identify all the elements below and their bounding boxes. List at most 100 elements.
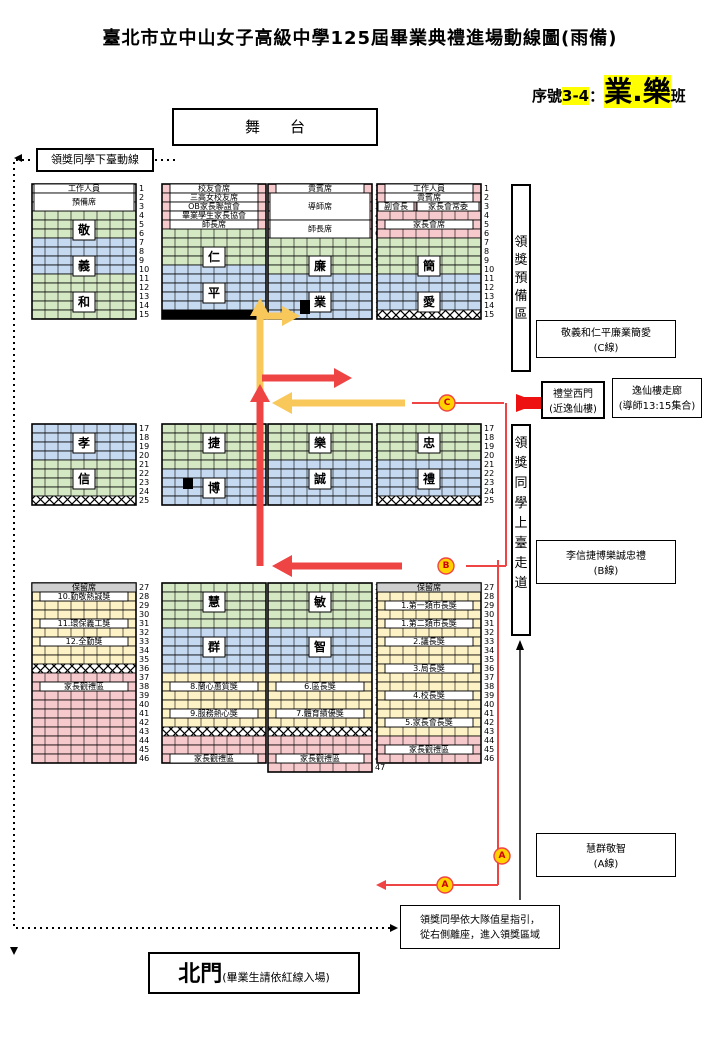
- class-box: [308, 591, 332, 613]
- row-number: 21: [269, 460, 279, 469]
- seat-row: [267, 582, 373, 593]
- class-box: [417, 468, 441, 490]
- row-number: 33: [269, 637, 279, 646]
- row-number: 21: [375, 460, 385, 469]
- seat-row: [376, 210, 482, 221]
- seat-label: 家長觀禮區: [64, 681, 104, 691]
- north-gate-box: 北門(畢業生請依紅線入場): [148, 952, 360, 994]
- seat-row: [376, 645, 482, 656]
- seat-row: [376, 726, 482, 737]
- west-gate-arrow: [516, 394, 540, 412]
- row-number: 10: [484, 265, 494, 274]
- seat-row: [161, 201, 267, 212]
- seat-row: [267, 744, 373, 755]
- row-number: 23: [269, 478, 279, 487]
- row-number: 2: [139, 193, 144, 202]
- seat-row: [31, 726, 137, 737]
- row-number: 29: [375, 601, 385, 610]
- row-number: 42: [484, 718, 494, 727]
- row-number: 36: [269, 664, 279, 673]
- row-number: 5: [484, 220, 489, 229]
- seat-label-box: [169, 183, 259, 194]
- class-name: 孝: [77, 435, 90, 450]
- seat-label-box: [384, 183, 474, 194]
- row-number: 42: [269, 718, 279, 727]
- row-number: 5: [269, 220, 274, 229]
- row-number: 32: [139, 628, 149, 637]
- west-gate-line2: (近逸仙樓): [549, 404, 597, 415]
- seat-row: [376, 582, 482, 593]
- row-number: 38: [139, 682, 149, 691]
- row-number: 20: [484, 451, 494, 460]
- seat-row: [161, 708, 267, 719]
- seat-row: [267, 219, 373, 230]
- seat-row: [267, 459, 373, 470]
- class-name: 忠: [423, 435, 435, 450]
- section-c1: [31, 582, 137, 764]
- row-number: 27: [375, 583, 385, 592]
- seat-row: [267, 600, 373, 611]
- row-number: 20: [139, 451, 149, 460]
- row-number: 36: [139, 664, 149, 673]
- row-number: 19: [375, 442, 385, 451]
- walkway-arrowhead: [516, 640, 524, 650]
- class-box: [72, 468, 96, 490]
- guide-note-line2: 從右側離座，進入領獎區域: [420, 930, 540, 941]
- seat-row: [267, 291, 373, 302]
- row-number: 37: [139, 673, 149, 682]
- route-b-box: 李信捷博樂誠忠禮 (B線): [536, 540, 676, 584]
- seat-row: [161, 246, 267, 257]
- row-number: 34: [269, 646, 279, 655]
- seat-label-box: [169, 753, 259, 764]
- row-number: 39: [269, 691, 279, 700]
- class-box: [72, 219, 96, 241]
- section-border: [161, 582, 267, 764]
- seat-row: [267, 264, 373, 275]
- seat-label-box: [169, 201, 259, 212]
- class-name: 義: [78, 258, 90, 273]
- seat-row: [267, 468, 373, 479]
- seat-row: [161, 300, 267, 311]
- row-number: 9: [269, 256, 274, 265]
- seat-row: [31, 663, 137, 674]
- class-box: [308, 255, 332, 277]
- row-number: 19: [269, 442, 279, 451]
- seat-row: [161, 681, 267, 692]
- seat-row: [161, 450, 267, 461]
- seat-label: 5.家長會長獎: [405, 717, 453, 727]
- row-number: 41: [375, 709, 385, 718]
- seat-row: [161, 255, 267, 266]
- seat-row: [267, 255, 373, 266]
- seat-row: [161, 690, 267, 701]
- row-number: 40: [375, 700, 385, 709]
- seat-row: [31, 282, 137, 293]
- seat-label-box: [384, 744, 474, 755]
- class-box: [202, 591, 226, 613]
- seat-row: [161, 468, 267, 479]
- section-c4: [376, 582, 482, 764]
- row-number: 8: [139, 247, 144, 256]
- route-c-badge: [438, 394, 456, 412]
- seat-row: [267, 735, 373, 746]
- section-border: [161, 183, 267, 320]
- award-exit-label: 領獎同學下臺動線: [36, 148, 154, 172]
- row-number: 36: [375, 664, 385, 673]
- row-number: 34: [375, 646, 385, 655]
- seat-row: [31, 228, 137, 239]
- seat-row: [161, 282, 267, 293]
- seat-row: [376, 699, 482, 710]
- seat-row: [161, 291, 267, 302]
- row-number: 35: [269, 655, 279, 664]
- row-number: 45: [269, 745, 279, 754]
- row-number: 35: [375, 655, 385, 664]
- seat-row: [376, 744, 482, 755]
- seat-row: [31, 744, 137, 755]
- row-number: 18: [139, 433, 149, 442]
- seat-row: [31, 291, 137, 302]
- row-number: 40: [484, 700, 494, 709]
- section-a1: [31, 183, 137, 320]
- row-number: 12: [484, 283, 494, 292]
- row-number: 15: [484, 310, 494, 319]
- seat-row: [161, 441, 267, 452]
- section-c3: [267, 582, 373, 773]
